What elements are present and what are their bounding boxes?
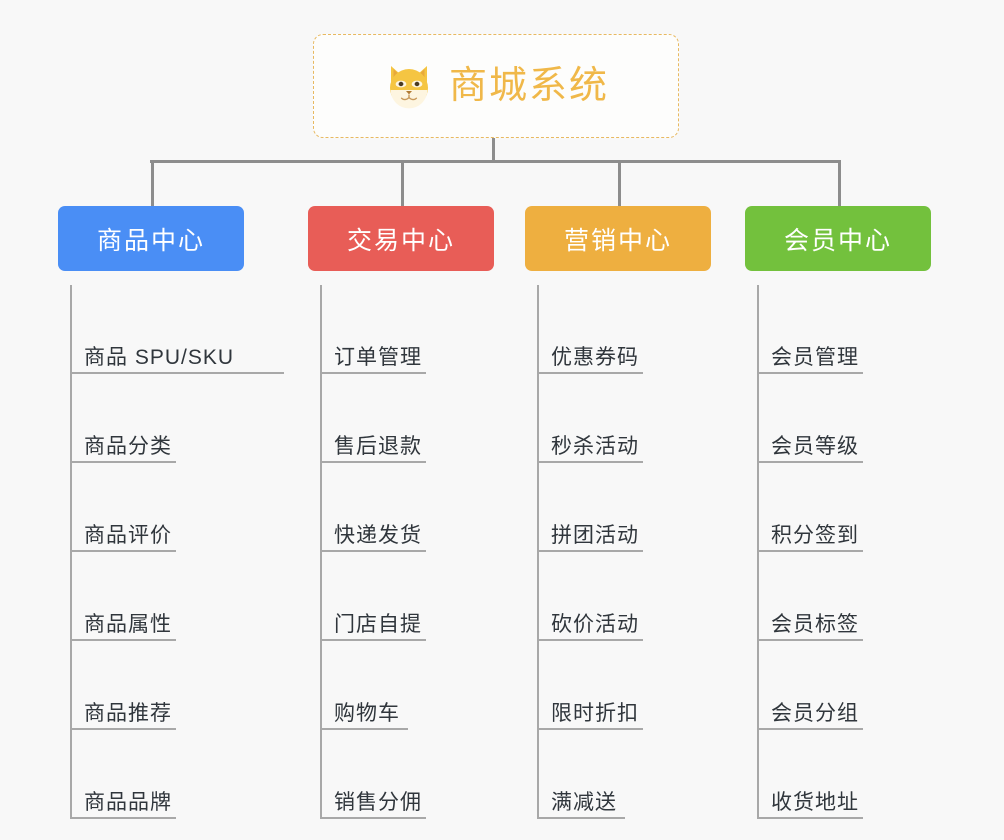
leaf-node[interactable]: 积分签到 xyxy=(757,463,931,552)
connector-drop-2 xyxy=(401,160,404,208)
leaf-label: 商品品牌 xyxy=(84,791,172,814)
leaf-label: 商品 SPU/SKU xyxy=(84,346,235,369)
leaf-node[interactable]: 会员管理 xyxy=(757,285,931,374)
leaf-label: 快递发货 xyxy=(334,524,422,547)
branch-header-2[interactable]: 交易中心 xyxy=(308,206,494,271)
branch-spine-4 xyxy=(757,285,759,819)
leaf-node[interactable]: 满减送 xyxy=(537,730,711,819)
leaf-underline xyxy=(537,728,643,730)
leaf-underline xyxy=(537,550,643,552)
leaf-node[interactable]: 购物车 xyxy=(320,641,494,730)
connector-root-stem xyxy=(492,138,495,163)
leaf-underline xyxy=(320,728,408,730)
connector-drop-4 xyxy=(838,160,841,208)
leaf-label: 满减送 xyxy=(551,791,617,814)
leaf-node[interactable]: 砍价活动 xyxy=(537,552,711,641)
leaf-underline xyxy=(537,817,625,819)
leaf-label: 会员标签 xyxy=(771,613,859,636)
leaf-node[interactable]: 限时折扣 xyxy=(537,641,711,730)
leaf-underline xyxy=(70,550,176,552)
leaf-underline xyxy=(70,817,176,819)
branch-spine-2 xyxy=(320,285,322,819)
leaf-underline xyxy=(537,639,643,641)
leaf-label: 门店自提 xyxy=(334,613,422,636)
branch-column-2: 交易中心订单管理售后退款快递发货门店自提购物车销售分佣 xyxy=(308,206,494,819)
leaf-node[interactable]: 商品 SPU/SKU xyxy=(70,285,284,374)
leaf-underline xyxy=(537,372,643,374)
leaf-node[interactable]: 会员等级 xyxy=(757,374,931,463)
leaf-node[interactable]: 商品推荐 xyxy=(70,641,244,730)
leaf-underline xyxy=(757,550,863,552)
leaf-node[interactable]: 收货地址 xyxy=(757,730,931,819)
leaf-node[interactable]: 订单管理 xyxy=(320,285,494,374)
leaf-node[interactable]: 拼团活动 xyxy=(537,463,711,552)
leaf-label: 订单管理 xyxy=(334,346,422,369)
leaf-label: 售后退款 xyxy=(334,435,422,458)
branch-header-1[interactable]: 商品中心 xyxy=(58,206,244,271)
leaf-underline xyxy=(757,372,863,374)
leaf-underline xyxy=(70,639,176,641)
leaf-label: 砍价活动 xyxy=(551,613,639,636)
branch-item-list-1: 商品 SPU/SKU 商品分类商品评价商品属性商品推荐商品品牌 xyxy=(58,285,284,819)
leaf-node[interactable]: 商品评价 xyxy=(70,463,244,552)
leaf-underline xyxy=(757,817,863,819)
leaf-label: 秒杀活动 xyxy=(551,435,639,458)
leaf-underline xyxy=(757,461,863,463)
root-title: 商城系统 xyxy=(448,65,609,107)
leaf-underline xyxy=(70,728,176,730)
leaf-label: 商品属性 xyxy=(84,613,172,636)
connector-drop-1 xyxy=(151,160,154,208)
leaf-node[interactable]: 商品分类 xyxy=(70,374,244,463)
leaf-underline xyxy=(537,461,643,463)
leaf-node[interactable]: 会员标签 xyxy=(757,552,931,641)
leaf-underline xyxy=(320,639,426,641)
leaf-label: 拼团活动 xyxy=(551,524,639,547)
branch-item-list-4: 会员管理会员等级积分签到会员标签会员分组收货地址 xyxy=(745,285,931,819)
leaf-underline xyxy=(70,372,284,374)
branch-item-list-2: 订单管理售后退款快递发货门店自提购物车销售分佣 xyxy=(308,285,494,819)
leaf-label: 商品推荐 xyxy=(84,702,172,725)
branch-header-4[interactable]: 会员中心 xyxy=(745,206,931,271)
leaf-label: 收货地址 xyxy=(771,791,859,814)
branch-spine-3 xyxy=(537,285,539,819)
branch-column-1: 商品中心商品 SPU/SKU 商品分类商品评价商品属性商品推荐商品品牌 xyxy=(58,206,284,819)
branch-header-3[interactable]: 营销中心 xyxy=(525,206,711,271)
leaf-node[interactable]: 优惠券码 xyxy=(537,285,711,374)
leaf-label: 会员管理 xyxy=(771,346,859,369)
leaf-underline xyxy=(320,550,426,552)
leaf-underline xyxy=(70,461,176,463)
leaf-underline xyxy=(320,817,426,819)
connector-horizontal-bus xyxy=(150,160,838,163)
leaf-label: 购物车 xyxy=(334,702,400,725)
leaf-label: 会员分组 xyxy=(771,702,859,725)
connector-drop-3 xyxy=(618,160,621,208)
leaf-node[interactable]: 商品品牌 xyxy=(70,730,244,819)
branch-spine-1 xyxy=(70,285,72,819)
branch-column-4: 会员中心会员管理会员等级积分签到会员标签会员分组收货地址 xyxy=(745,206,931,819)
shiba-dog-emoji xyxy=(383,60,435,112)
branch-item-list-3: 优惠券码秒杀活动拼团活动砍价活动限时折扣满减送 xyxy=(525,285,711,819)
leaf-node[interactable]: 销售分佣 xyxy=(320,730,494,819)
leaf-node[interactable]: 商品属性 xyxy=(70,552,244,641)
leaf-label: 销售分佣 xyxy=(334,791,422,814)
leaf-label: 优惠券码 xyxy=(551,346,639,369)
leaf-underline xyxy=(320,461,426,463)
leaf-label: 限时折扣 xyxy=(551,702,639,725)
leaf-underline xyxy=(757,728,863,730)
branch-column-3: 营销中心优惠券码秒杀活动拼团活动砍价活动限时折扣满减送 xyxy=(525,206,711,819)
leaf-node[interactable]: 售后退款 xyxy=(320,374,494,463)
leaf-underline xyxy=(757,639,863,641)
leaf-label: 商品评价 xyxy=(84,524,172,547)
leaf-node[interactable]: 会员分组 xyxy=(757,641,931,730)
leaf-node[interactable]: 秒杀活动 xyxy=(537,374,711,463)
leaf-label: 积分签到 xyxy=(771,524,859,547)
leaf-node[interactable]: 门店自提 xyxy=(320,552,494,641)
leaf-label: 会员等级 xyxy=(771,435,859,458)
root-node[interactable]: 商城系统 xyxy=(313,34,679,138)
leaf-label: 商品分类 xyxy=(84,435,172,458)
leaf-underline xyxy=(320,372,426,374)
leaf-node[interactable]: 快递发货 xyxy=(320,463,494,552)
